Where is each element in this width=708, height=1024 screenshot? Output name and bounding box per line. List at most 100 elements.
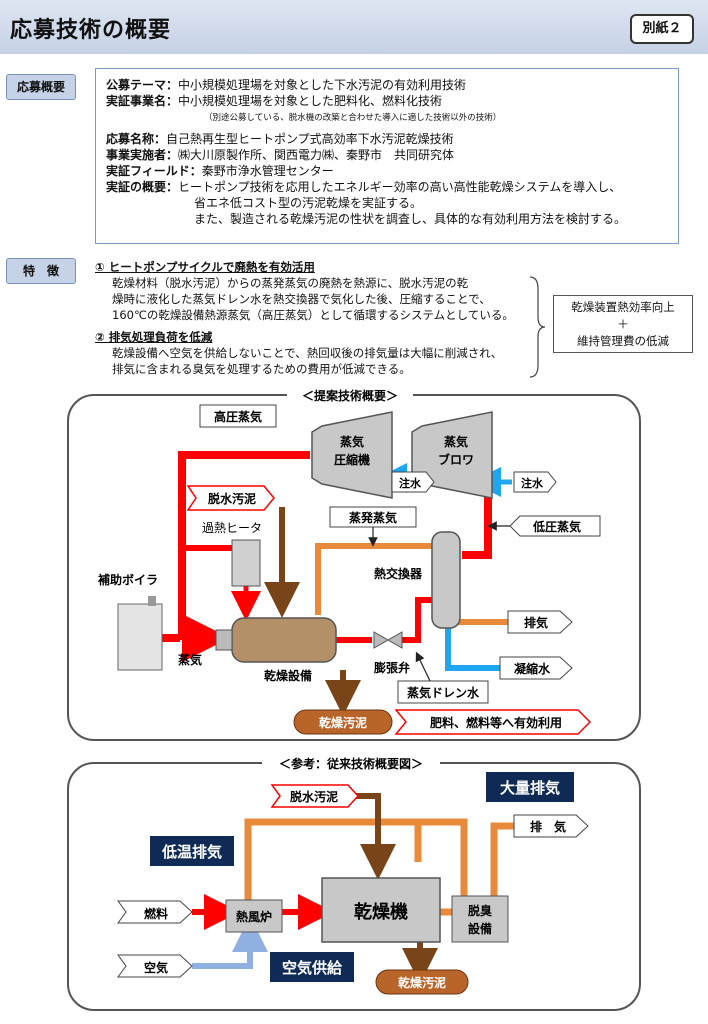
summary-box: 公募テーマ：中小規模処理場を対象とした下水汚泥の有効利用技術 実証事業名：中小規… bbox=[95, 68, 679, 244]
exhaust-label: 排気 bbox=[524, 615, 548, 630]
conv-dryer-label: 乾燥機 bbox=[354, 901, 408, 923]
name-key: 応募名称： bbox=[106, 132, 167, 146]
feature-1-line-1: 乾燥材料（脱水汚泥）からの蒸発蒸気の廃熱を熱源に、脱水汚泥の乾 bbox=[112, 276, 469, 290]
dried-box bbox=[293, 709, 393, 735]
sludge-in-box bbox=[186, 485, 275, 511]
drain-box bbox=[397, 680, 489, 704]
feature-2-line-1: 乾燥設備へ空気を供給しないことで、熱回収後の排気量は大幅に削減され、 bbox=[112, 346, 503, 360]
hot-air-shape bbox=[225, 899, 283, 933]
outline-key: 実証の概要： bbox=[106, 180, 179, 194]
compressor-label-2: 圧縮機 bbox=[334, 452, 370, 467]
summary-label: 応募概要 bbox=[6, 74, 76, 100]
water-1-label: 注水 bbox=[399, 476, 422, 490]
evap-steam-label: 蒸発蒸気 bbox=[349, 510, 397, 525]
lp-steam-box bbox=[509, 515, 601, 537]
dryer-label: 乾燥設備 bbox=[264, 668, 312, 683]
deodor-label-1: 脱臭 bbox=[468, 903, 492, 918]
boiler-chimney bbox=[148, 596, 156, 606]
header-bar bbox=[0, 0, 708, 54]
field-key: 実証フィールド： bbox=[106, 164, 202, 178]
conv-exhaust-top-line bbox=[244, 818, 468, 902]
project-note: （別途公募している、脱水機の改築と合わせた導入に適した技術以外の技術） bbox=[204, 113, 502, 123]
effect-line-1: 乾燥装置熱効率向上 bbox=[571, 300, 675, 314]
conv-deodor-out-line bbox=[490, 822, 516, 896]
proposed-title-bg bbox=[287, 385, 413, 405]
features-label: 特 徴 bbox=[6, 258, 76, 284]
deodor-shape bbox=[451, 895, 509, 943]
water-2-label: 注水 bbox=[521, 476, 544, 490]
outline-value-3: また、製造される乾燥汚泥の性状を調査し、具体的な有効利用方法を検討する。 bbox=[194, 212, 627, 226]
blower-label-2: ブロワ bbox=[438, 452, 474, 467]
dried-label: 乾燥汚泥 bbox=[319, 715, 367, 730]
heat-exchanger-label: 熱交換器 bbox=[374, 566, 423, 581]
lp-steam-label: 低圧蒸気 bbox=[532, 519, 581, 534]
evap-steam-line bbox=[315, 543, 432, 615]
field-value: 秦野市浄水管理センター bbox=[201, 164, 334, 178]
hp-steam-label: 高圧蒸気 bbox=[214, 409, 262, 424]
conv-dried-box bbox=[375, 969, 469, 995]
theme-value: 中小規模処理場を対象とした下水汚泥の有効利用技術 bbox=[178, 78, 467, 92]
compressor-shape bbox=[311, 411, 393, 499]
dryer-shape bbox=[231, 617, 337, 663]
reuse-label: 肥料、燃料等へ有効利用 bbox=[430, 715, 562, 730]
feature-2-line-2: 排気に含まれる臭気を処理するための費用が低減できる。 bbox=[112, 362, 411, 376]
exhaust-box bbox=[507, 610, 573, 634]
conv-sludge-box bbox=[270, 784, 360, 808]
blower-shape bbox=[411, 411, 493, 499]
condensate-line bbox=[445, 628, 500, 671]
feature-1-line-3: 160℃の乾燥設備熱源蒸気（高圧蒸気）として循環するシステムとしている。 bbox=[112, 308, 514, 322]
page-title: 応募技術の概要 bbox=[10, 18, 172, 43]
project-value: 中小規模処理場を対象とした肥料化、燃料化技術 bbox=[178, 94, 443, 108]
reuse-box bbox=[394, 709, 592, 735]
outline-value-1: ヒートポンプ技術を応用したエネルギー効率の高い高性能乾燥システムを導入し、 bbox=[178, 180, 622, 194]
conventional-title: ＜参考：従来技術概要図＞ bbox=[279, 756, 423, 771]
valve-to-hx-line bbox=[402, 597, 436, 643]
condensate-box bbox=[499, 656, 573, 680]
mass-exhaust-box bbox=[486, 772, 574, 802]
deodor-label-2: 設備 bbox=[468, 921, 492, 936]
air-supply-label: 空気供給 bbox=[282, 959, 343, 977]
feature-1-line-2: 燥時に液化した蒸気ドレン水を熱交換器で気化した後、圧縮することで、 bbox=[112, 292, 491, 306]
conv-exhaust-box bbox=[513, 814, 589, 838]
lp-steam-line bbox=[462, 451, 492, 559]
proposed-title: ＜提案技術概要＞ bbox=[302, 388, 398, 403]
boiler-shape bbox=[117, 603, 163, 671]
hp-steam-box bbox=[199, 404, 277, 428]
conv-dryer-shape bbox=[321, 877, 441, 943]
valve-shape bbox=[373, 631, 403, 649]
blower-label-1: 蒸気 bbox=[444, 434, 468, 449]
superheater-label: 過熱ヒータ bbox=[202, 521, 262, 535]
sludge-in-label: 脱水汚泥 bbox=[208, 491, 256, 506]
org-value: ㈱大川原製作所、関西電力㈱、秦野市 共同研究体 bbox=[178, 148, 455, 162]
feature-2-heading: ② 排気処理負荷を低減 bbox=[95, 330, 213, 344]
conv-sludge-label: 脱水汚泥 bbox=[290, 789, 338, 804]
conventional-title-bg bbox=[262, 753, 440, 773]
conv-exhaust-label: 排 気 bbox=[530, 819, 566, 834]
attachment-tag: 別紙２ bbox=[630, 14, 694, 44]
dryer-motor bbox=[215, 629, 233, 651]
air-line bbox=[192, 916, 268, 969]
compressor-label-1: 蒸気 bbox=[340, 434, 364, 449]
conventional-panel bbox=[67, 762, 641, 1011]
brace-shape bbox=[529, 276, 546, 378]
water-2-box bbox=[513, 471, 557, 493]
theme-key: 公募テーマ： bbox=[106, 78, 179, 92]
air-supply-box bbox=[270, 952, 354, 982]
name-value: 自己熱再生型ヒートポンプ式高効率下水汚泥乾燥技術 bbox=[166, 132, 454, 146]
outline-value-2: 省エネ低コスト型の汚泥乾燥を実証する。 bbox=[194, 196, 423, 210]
fuel-label: 燃料 bbox=[144, 906, 168, 921]
effect-line-2: ＋ bbox=[617, 317, 629, 331]
water-1-box bbox=[391, 471, 435, 493]
valve-label: 膨張弁 bbox=[373, 660, 410, 675]
evap-steam-box bbox=[329, 506, 417, 528]
proposed-panel bbox=[67, 394, 641, 741]
steam-label: 蒸気 bbox=[178, 652, 202, 667]
conv-dried-label: 乾燥汚泥 bbox=[398, 975, 446, 990]
condensate-label: 凝縮水 bbox=[514, 661, 551, 676]
heat-exchanger-shape bbox=[431, 531, 461, 629]
hot-air-label: 熱風炉 bbox=[236, 909, 272, 924]
effect-box: 乾燥装置熱効率向上 ＋ 維持管理費の低減 bbox=[553, 295, 693, 353]
superheater-shape bbox=[231, 539, 261, 587]
fuel-box bbox=[117, 900, 193, 924]
drain-label: 蒸気ドレン水 bbox=[407, 685, 480, 700]
